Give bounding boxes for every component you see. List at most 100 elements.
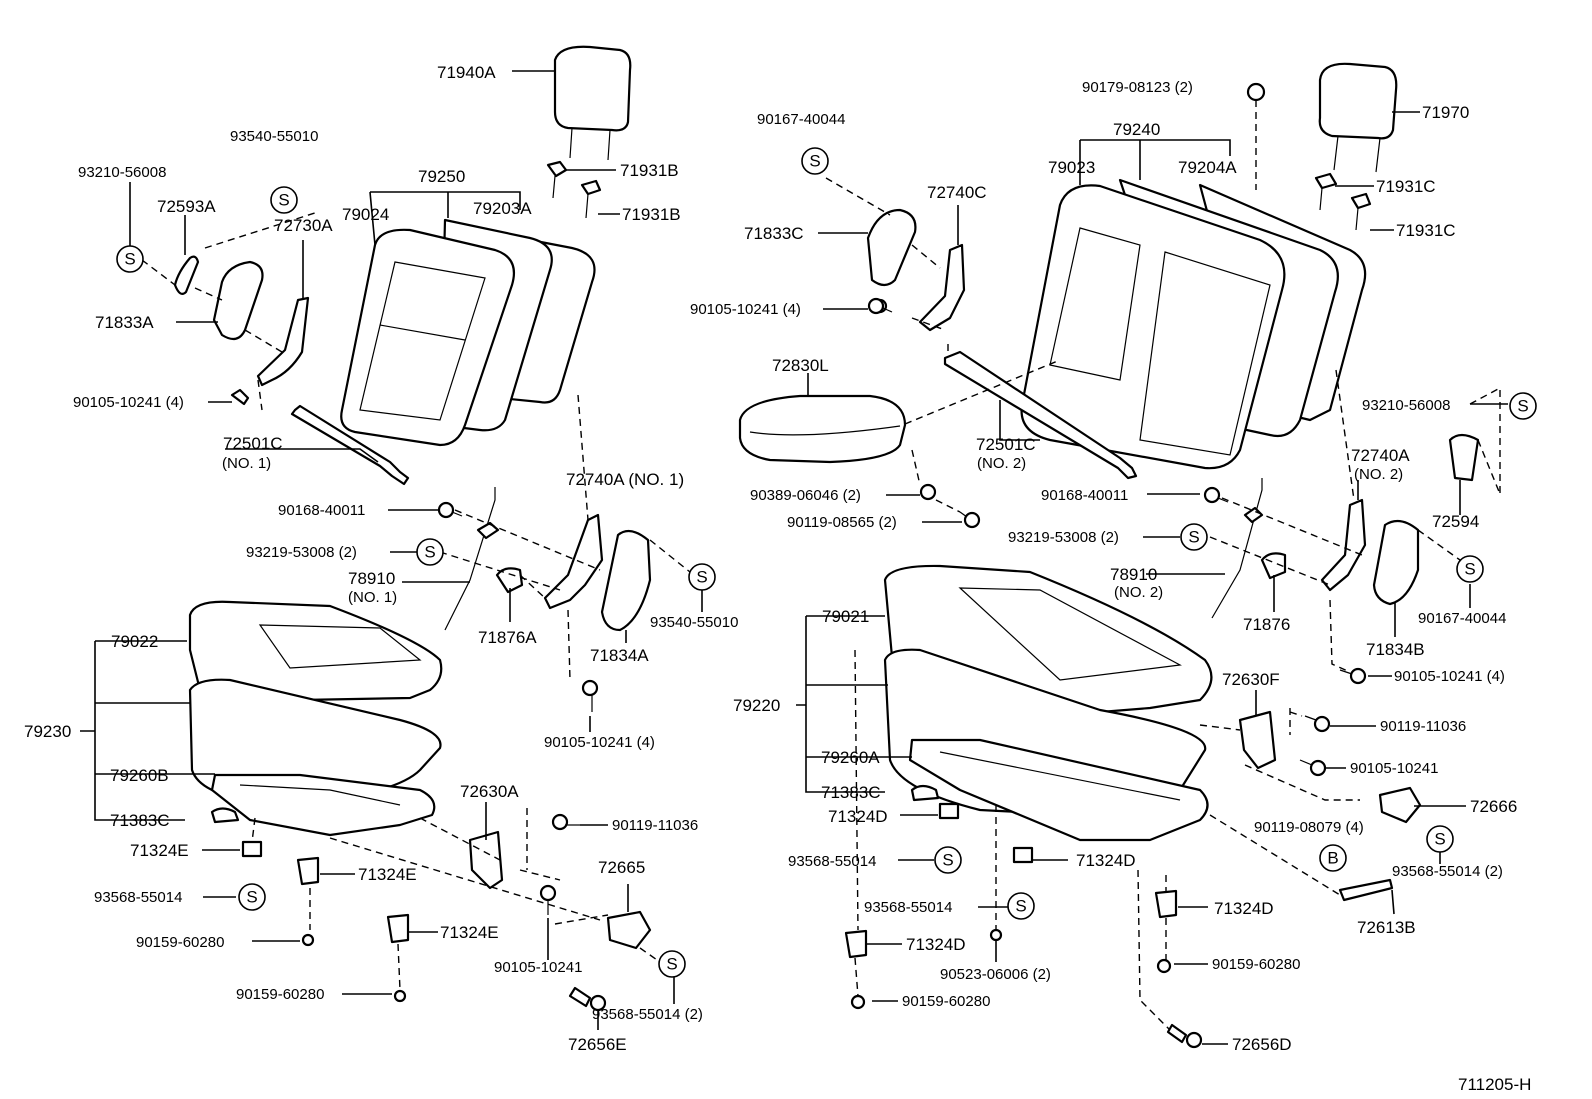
part-label: 90105-10241 [1350, 760, 1438, 777]
part-label: 72501C [223, 434, 283, 453]
right-seatback [1020, 178, 1367, 470]
right-seat-frame [908, 738, 1209, 842]
part-label: 90167-40044 [1418, 610, 1506, 627]
svg-text:S: S [278, 191, 289, 210]
svg-text:S: S [1517, 397, 1528, 416]
part-label: 79240 [1113, 120, 1160, 139]
part-label: (NO. 1) [348, 589, 397, 606]
part-label: 90168-40011 [278, 502, 365, 519]
left-latch-cable-78910 [444, 487, 500, 631]
part-label: 71324D [906, 935, 966, 954]
part-label: 71383C [110, 811, 170, 830]
part-label: 71876A [478, 628, 537, 647]
part-label: 72665 [598, 858, 645, 877]
part-label: 71970 [1422, 103, 1469, 122]
right-leader-lines [796, 111, 1508, 1045]
s-symbol: S [658, 950, 686, 978]
svg-text:S: S [696, 568, 707, 587]
right-recliner-72740A [1320, 498, 1420, 606]
right-dashed-lines [825, 100, 1501, 1031]
part-label: 71833A [95, 313, 154, 332]
part-label: 71324D [1076, 851, 1136, 870]
part-label: 79023 [1048, 158, 1095, 177]
part-label: 90159-60280 [1212, 956, 1300, 973]
s-symbol: S [801, 147, 829, 175]
svg-text:S: S [942, 851, 953, 870]
left-seatback [340, 218, 596, 447]
left-small-brackets [210, 567, 652, 950]
left-recliner-72740A [543, 513, 652, 632]
s-symbol: S [238, 883, 266, 911]
svg-text:B: B [1327, 849, 1338, 868]
part-label: 71324E [358, 865, 417, 884]
part-label: 72501C [976, 435, 1036, 454]
part-label: 90105-10241 (4) [73, 394, 184, 411]
part-label: 90159-60280 [236, 986, 324, 1003]
part-label: 79022 [111, 632, 158, 651]
part-label: 93568-55014 [864, 899, 952, 916]
left-leader-lines [80, 70, 703, 1030]
part-label: 90119-11036 [612, 817, 698, 834]
part-label: 72740A (NO. 1) [566, 470, 684, 489]
svg-text:S: S [666, 955, 677, 974]
part-label: 72630F [1222, 670, 1280, 689]
part-label: 72594 [1432, 512, 1479, 531]
right-latch-cable-78910 [1211, 478, 1264, 619]
part-label: 71876 [1243, 615, 1290, 634]
s-symbol: S [1426, 825, 1454, 853]
part-label: 90523-06006 (2) [940, 966, 1051, 983]
part-label: 79230 [24, 722, 71, 741]
part-label: 71931B [620, 161, 679, 180]
part-label: 93568-55014 (2) [1392, 863, 1503, 880]
part-label: 90105-10241 (4) [544, 734, 655, 751]
part-label: 79203A [473, 199, 532, 218]
part-label: 72740A [1351, 446, 1410, 465]
s-symbol: S [1456, 555, 1484, 583]
part-label: 93568-55014 [94, 889, 182, 906]
part-label: 93540-55010 [230, 128, 318, 145]
right-armrest-72830L [738, 394, 907, 464]
s-symbol: S [934, 846, 962, 874]
right-small-brackets [844, 552, 1422, 959]
svg-text:S: S [1015, 897, 1026, 916]
part-label: 90168-40011 [1041, 487, 1128, 504]
part-label: 90119-11036 [1380, 718, 1466, 735]
part-label: 71834A [590, 646, 649, 665]
part-label: 90119-08565 (2) [787, 514, 897, 531]
s-symbol: S [688, 563, 716, 591]
part-label: (NO. 2) [1114, 584, 1163, 601]
svg-text:S: S [1188, 528, 1199, 547]
part-label: 93568-55014 [788, 853, 876, 870]
part-label: 71324E [440, 923, 499, 942]
part-label: 90105-10241 (4) [690, 301, 801, 318]
left-fasteners [301, 501, 607, 1012]
right-headrest-guides [1314, 172, 1372, 231]
part-label: 93540-55010 [650, 614, 738, 631]
part-label: (NO. 2) [977, 455, 1026, 472]
b-symbol: B [1319, 844, 1347, 872]
right-fasteners [850, 82, 1367, 1049]
part-label: 71834B [1366, 640, 1425, 659]
left-headrest-guides [546, 160, 602, 219]
part-label: 72740C [927, 183, 987, 202]
part-label: 90159-60280 [902, 993, 990, 1010]
s-symbol: S [270, 186, 298, 214]
part-label: 90105-10241 [494, 959, 582, 976]
part-label: 79260A [821, 748, 880, 767]
part-label: 90159-60280 [136, 934, 224, 951]
right-rod-72501C [943, 350, 1138, 480]
part-label: 72593A [157, 197, 216, 216]
part-label: (NO. 2) [1354, 466, 1403, 483]
part-label: 72730A [274, 216, 333, 235]
part-label: 79021 [822, 607, 869, 626]
part-label: 71940A [437, 63, 496, 82]
part-label: 93219-53008 (2) [1008, 529, 1119, 546]
svg-text:S: S [1464, 560, 1475, 579]
s-symbol: S [1180, 523, 1208, 551]
part-label: 71324E [130, 841, 189, 860]
right-headrest [1318, 62, 1398, 173]
part-label: 72656E [568, 1035, 627, 1054]
left-rod-72501C [290, 404, 410, 486]
part-label: 93210-56008 [1362, 397, 1450, 414]
